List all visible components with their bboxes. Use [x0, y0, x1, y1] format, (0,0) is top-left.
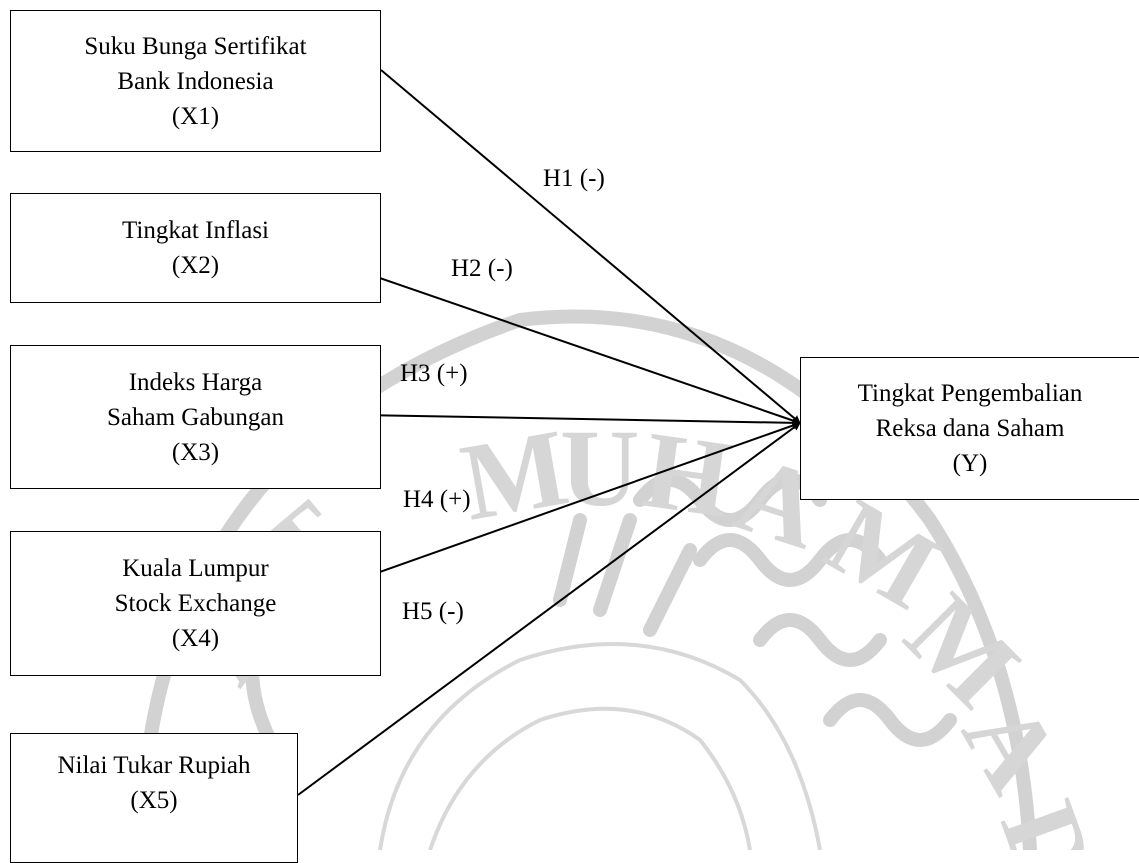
hypothesis-label-h4: H4 (+) [403, 486, 471, 513]
arrow-x5-to-y [297, 422, 801, 796]
box-line: Saham Gabungan [106, 403, 285, 431]
variable-box-x2: Tingkat Inflasi (X2) [10, 193, 381, 303]
svg-text:U: U [560, 407, 639, 529]
arrow-x1-to-y [380, 69, 801, 424]
arrow-x3-to-y [307, 413, 801, 427]
box-line: Reksa dana Saham [875, 415, 1065, 442]
box-line: (X1) [171, 102, 220, 130]
box-line: Tingkat Inflasi [122, 217, 269, 244]
box-line: Kuala Lumpur [122, 555, 269, 582]
box-line: (X5) [130, 787, 178, 814]
arrow-x2-to-y [312, 254, 801, 425]
variable-box-x5: Nilai Tukar Rupiah (X5) [10, 733, 298, 863]
hypothesis-label-h3: H3 (+) [400, 360, 468, 387]
arrow-x4-to-y [311, 421, 801, 597]
variable-box-x1: Suku Bunga Sertifikat Bank Indonesia (X1… [10, 10, 381, 152]
box-line: Suku Bunga Sertifikat [84, 32, 307, 60]
hypothesis-label-h2: H2 (-) [451, 255, 513, 282]
box-line: Bank Indonesia [117, 67, 274, 95]
variable-box-x3: Indeks Harga Saham Gabungan (X3) [10, 345, 381, 489]
box-line: Stock Exchange [114, 590, 277, 617]
box-line: (X2) [171, 252, 220, 279]
box-line: Indeks Harga [128, 368, 263, 396]
box-line: Nilai Tukar Rupiah [57, 752, 251, 779]
box-line: Tingkat Pengembalian [857, 380, 1083, 407]
hypothesis-label-h5: H5 (-) [402, 598, 464, 625]
box-line: (Y) [952, 450, 988, 477]
variable-box-y: Tingkat Pengembalian Reksa dana Saham (Y… [800, 357, 1139, 500]
svg-text:M: M [453, 405, 576, 543]
variable-box-x4: Kuala Lumpur Stock Exchange (X4) [10, 531, 381, 676]
box-line: (X3) [171, 438, 220, 466]
box-line: (X4) [171, 625, 220, 652]
hypothesis-label-h1: H1 (-) [543, 165, 605, 192]
